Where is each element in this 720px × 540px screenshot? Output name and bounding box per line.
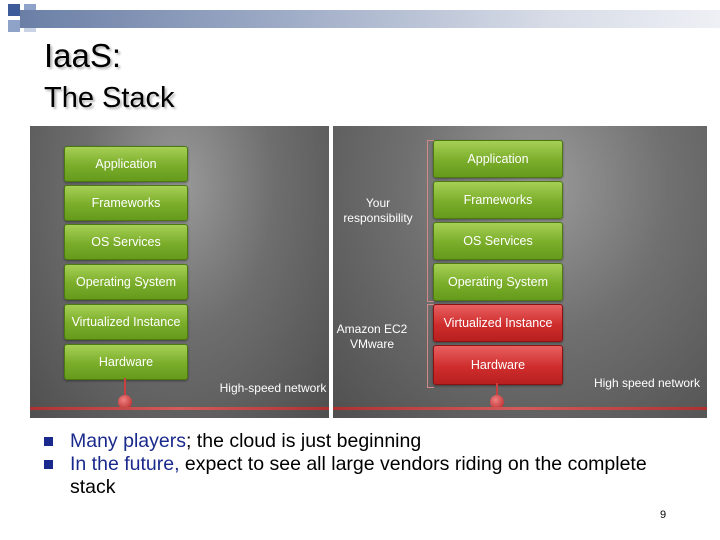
stack-diagram-iaas: Your responsibility Amazon EC2 VMware Ap… bbox=[333, 126, 707, 418]
layer-operating-system: Operating System bbox=[64, 264, 188, 300]
network-label: High speed network bbox=[589, 376, 705, 391]
layer-os-services: OS Services bbox=[433, 222, 563, 260]
bullet-highlight: In the future, bbox=[70, 453, 180, 475]
decorative-square bbox=[8, 4, 20, 16]
network-label: High-speed network bbox=[218, 381, 328, 396]
layer-virtualized-instance: Virtualized Instance bbox=[64, 304, 188, 340]
layer-application: Application bbox=[64, 146, 188, 182]
bullet-highlight: Many players bbox=[70, 430, 186, 452]
header-gradient-bar bbox=[20, 10, 720, 28]
network-line bbox=[333, 407, 707, 410]
stack-diagram-generic: Application Frameworks OS Services Opera… bbox=[30, 126, 329, 418]
layer-virtualized-instance: Virtualized Instance bbox=[433, 304, 563, 342]
slide-title: IaaS: bbox=[44, 36, 121, 76]
page-number: 9 bbox=[660, 509, 666, 521]
provider-label: Amazon EC2 VMware bbox=[335, 322, 409, 352]
bullet-list: Many players; the cloud is just beginnin… bbox=[44, 430, 664, 499]
layer-frameworks: Frameworks bbox=[64, 185, 188, 221]
layer-operating-system: Operating System bbox=[433, 263, 563, 301]
decorative-square bbox=[8, 20, 20, 32]
your-responsibility-label: Your responsibility bbox=[339, 196, 417, 226]
layer-frameworks: Frameworks bbox=[433, 181, 563, 219]
bullet-item: In the future, expect to see all large v… bbox=[44, 453, 664, 499]
layer-hardware: Hardware bbox=[433, 345, 563, 385]
bullet-text: ; the cloud is just beginning bbox=[186, 430, 421, 452]
bullet-square-icon bbox=[44, 460, 53, 469]
layer-hardware: Hardware bbox=[64, 344, 188, 380]
bullet-square-icon bbox=[44, 437, 53, 446]
bullet-item: Many players; the cloud is just beginnin… bbox=[44, 430, 664, 453]
slide-subtitle: The Stack bbox=[44, 80, 175, 116]
layer-application: Application bbox=[433, 140, 563, 178]
layer-os-services: OS Services bbox=[64, 224, 188, 260]
network-line bbox=[30, 407, 329, 410]
